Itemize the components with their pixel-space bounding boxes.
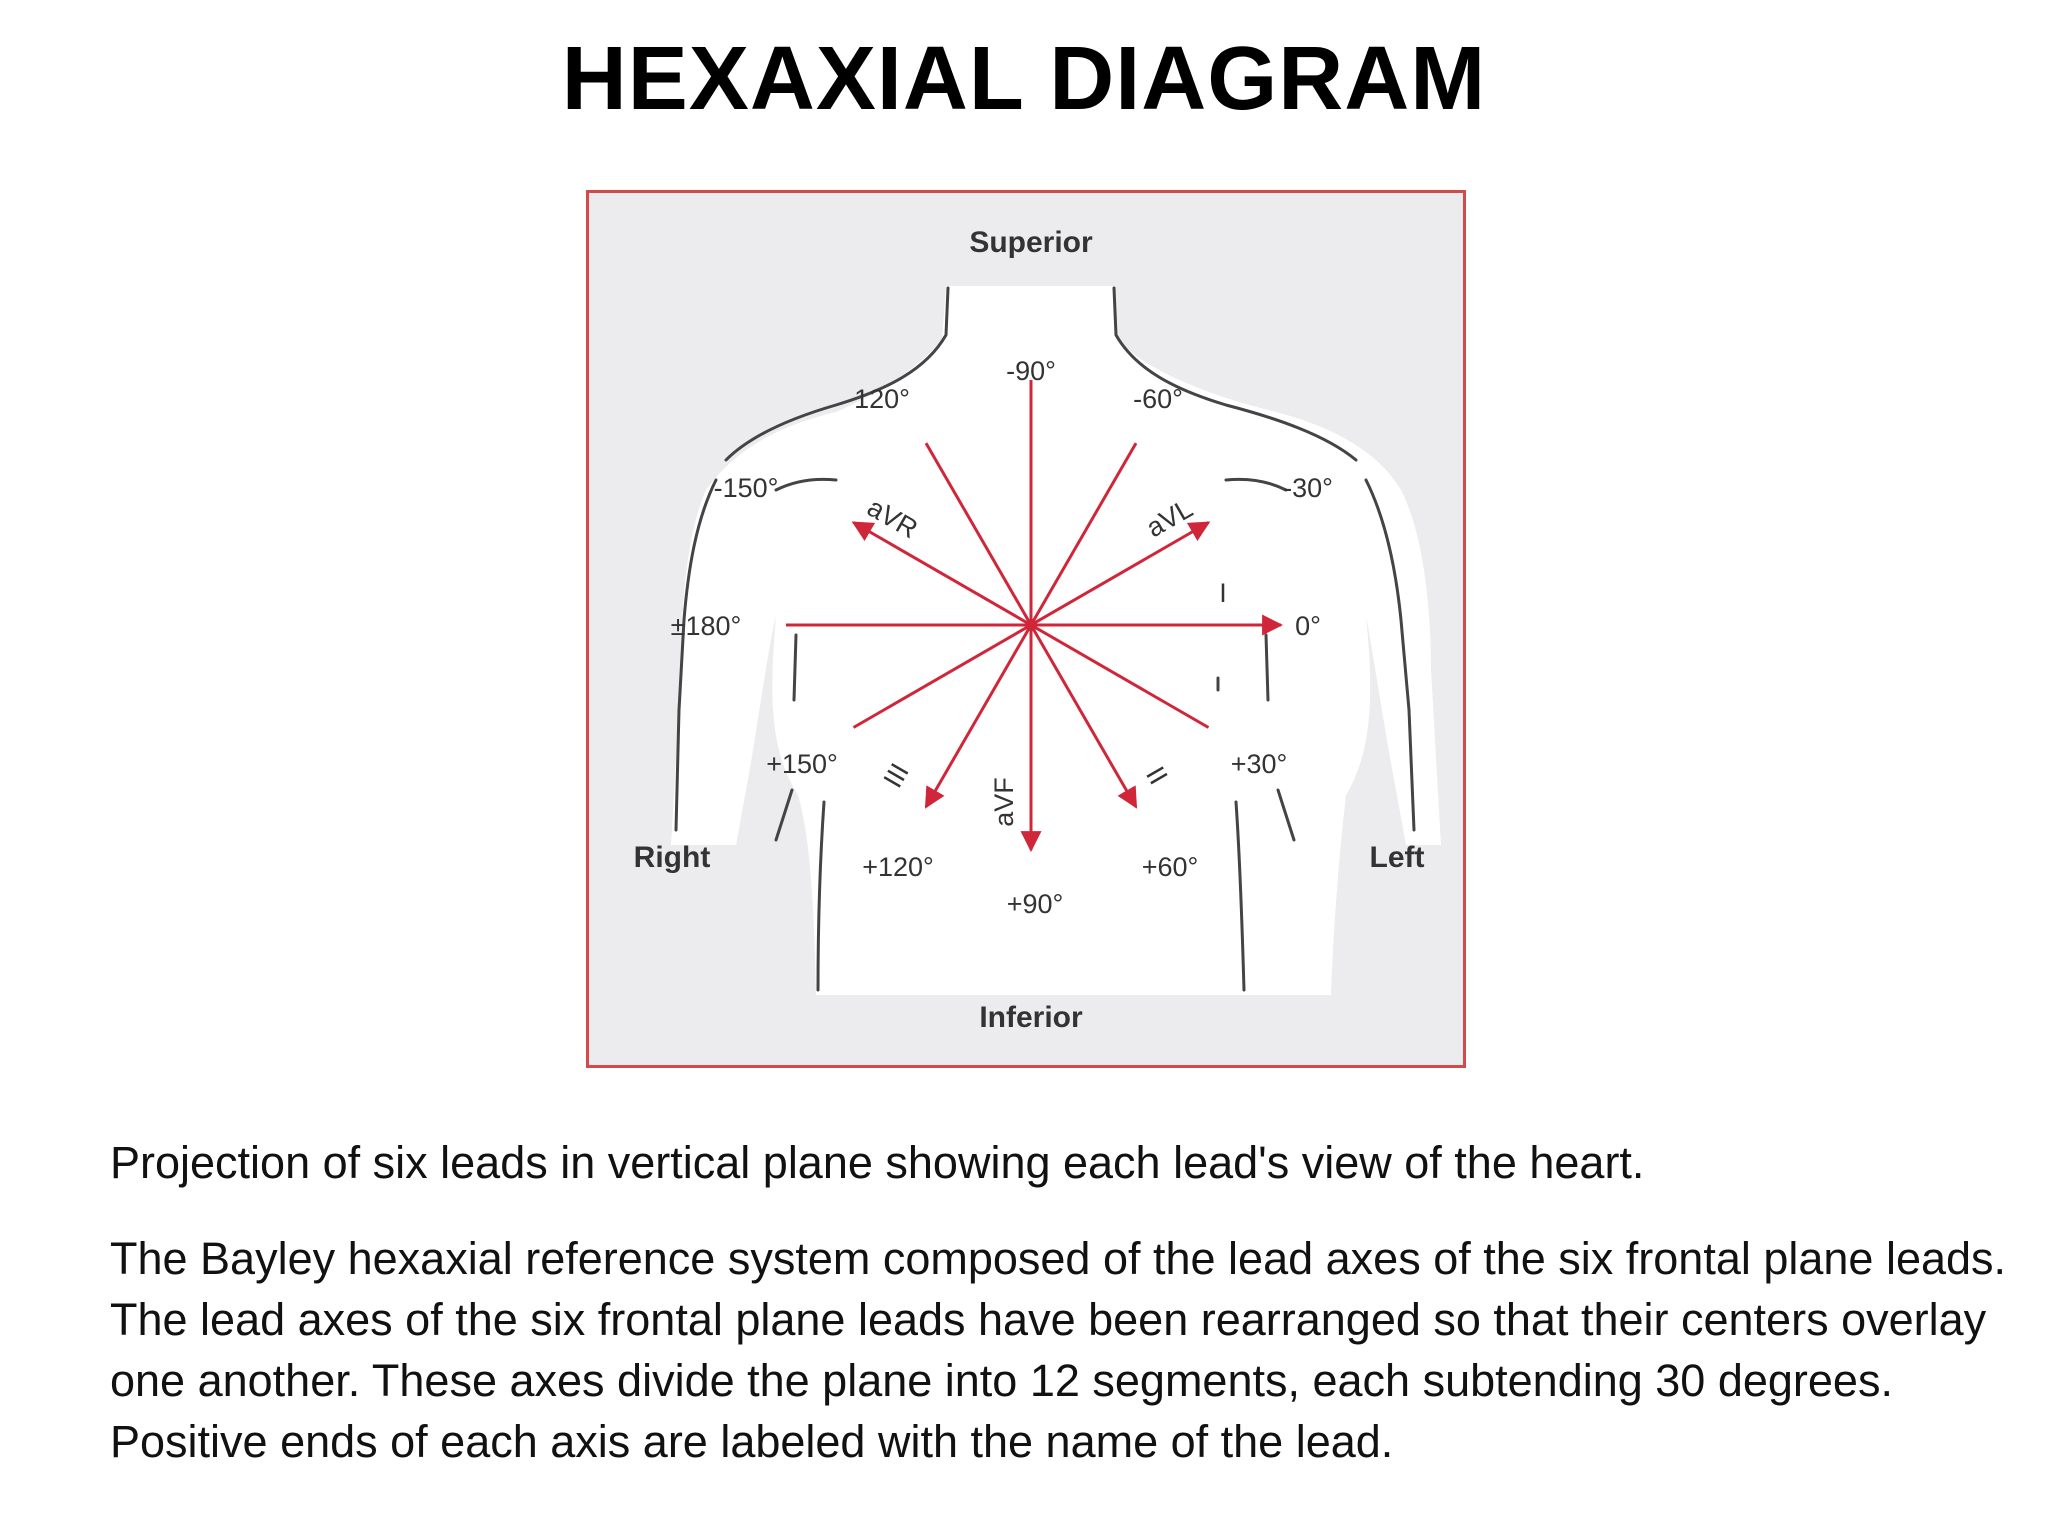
angle-label-plus-90: +90° <box>1007 889 1064 919</box>
angle-label-minus-30: -30° <box>1283 473 1333 503</box>
label-left: Left <box>1370 841 1425 874</box>
lead-label-aVF: aVF <box>989 777 1019 827</box>
angle-label-minus-150: -150° <box>714 473 779 503</box>
angle-label-0: 0° <box>1295 611 1321 641</box>
hexaxial-diagram: Superior Inferior Right Left -90° -60° 1… <box>586 190 1466 1068</box>
label-right: Right <box>634 841 711 874</box>
hexaxial-figure: Superior Inferior Right Left -90° -60° 1… <box>586 190 1466 1068</box>
caption-summary: Projection of six leads in vertical plan… <box>110 1137 1645 1188</box>
angle-label-plus-120: +120° <box>862 852 934 882</box>
axes-center-point <box>1025 619 1037 631</box>
angle-label-minus-120: 120° <box>854 384 910 414</box>
label-inferior: Inferior <box>979 1001 1083 1034</box>
angle-label-180: ±180° <box>671 611 742 641</box>
angle-label-minus-60: -60° <box>1133 384 1183 414</box>
caption-description: The Bayley hexaxial reference system com… <box>110 1233 2007 1467</box>
label-superior: Superior <box>969 226 1093 259</box>
angle-label-plus-30: +30° <box>1231 749 1288 779</box>
lead-label-I: I <box>1219 578 1227 608</box>
angle-label-plus-60: +60° <box>1142 852 1199 882</box>
angle-label-plus-150: +150° <box>766 749 838 779</box>
angle-label-minus-90: -90° <box>1006 356 1056 386</box>
page-title: HEXAXIAL DIAGRAM <box>561 29 1487 129</box>
torso-outline <box>674 286 1416 992</box>
